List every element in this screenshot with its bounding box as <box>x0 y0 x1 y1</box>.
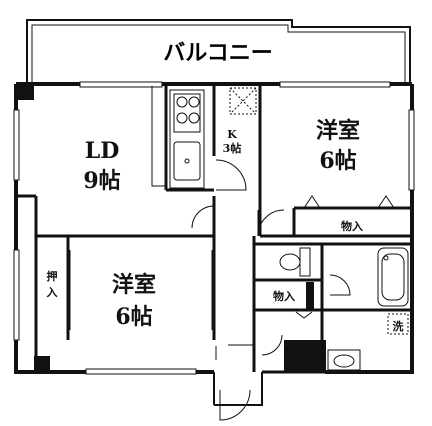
doors <box>69 159 351 421</box>
laundry-area <box>387 313 409 335</box>
kitchen-counter <box>151 86 205 189</box>
pillar-mid-right <box>306 282 314 310</box>
ld-label-line2: 9帖 <box>83 168 120 194</box>
closet-2-label: 物入 <box>273 289 295 303</box>
laundry-label: 洗 <box>393 319 404 333</box>
western-room-1-label-line2: 6帖 <box>319 148 356 174</box>
western-room-2-label-line1: 洋室 <box>112 272 156 298</box>
closet-marks <box>295 195 395 319</box>
ld-label-line1: LD <box>85 138 120 164</box>
oshiire-label-line1: 押 <box>47 269 58 283</box>
windows <box>13 81 415 375</box>
toilet <box>279 247 311 277</box>
western-room-1-label-line1: 洋室 <box>316 118 360 144</box>
balcony-label: バルコニー <box>163 41 273 66</box>
pillar-bottom-left <box>34 356 50 372</box>
interior-walls <box>16 84 412 372</box>
bathtub <box>377 247 409 307</box>
oshiire-label-line2: 入 <box>47 286 58 299</box>
western-room-2-label-line2: 6帖 <box>115 304 152 330</box>
kitchen-label-line1: K <box>227 128 237 141</box>
balcony <box>26 19 411 82</box>
fridge-space <box>229 87 257 115</box>
washbasin <box>327 349 361 371</box>
kitchen-label-line2: 3帖 <box>223 141 242 155</box>
closet-1-label: 物入 <box>341 219 363 233</box>
pillar-top-left <box>16 84 34 100</box>
pipe-shaft <box>284 340 326 372</box>
